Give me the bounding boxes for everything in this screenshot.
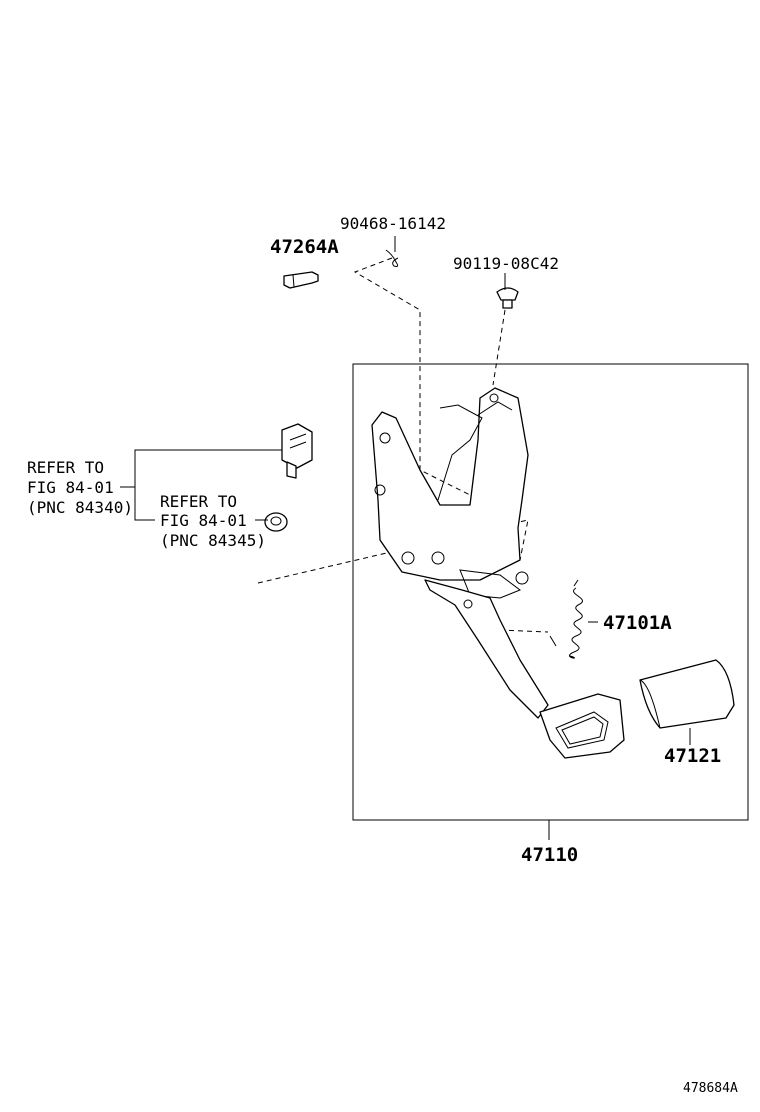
- part-label-47264a: 47264A: [270, 236, 339, 258]
- part-label-47110: 47110: [521, 844, 578, 866]
- refer-note-84345-line3: (PNC 84345): [160, 531, 266, 550]
- part-label-90119-08c42: 90119-08C42: [453, 254, 559, 273]
- sensor-grommet: [264, 512, 288, 532]
- pin-part: [283, 271, 319, 289]
- refer-note-84345-line2: FIG 84-01: [160, 511, 247, 530]
- return-spring: [549, 579, 583, 659]
- part-label-47121: 47121: [664, 745, 721, 767]
- refer-note-84340-line1: REFER TO: [27, 458, 104, 477]
- part-label-47101a: 47101A: [603, 612, 672, 634]
- dashed-leaders: [257, 257, 549, 633]
- refer-note-84340-line3: (PNC 84340): [27, 498, 133, 517]
- refer-note-84345-line1: REFER TO: [160, 492, 237, 511]
- part-label-90468-16142: 90468-16142: [340, 214, 446, 233]
- pedal-arm: [424, 579, 549, 719]
- figure-id-label: 478684A: [683, 1081, 738, 1096]
- part-leaders: [394, 236, 691, 840]
- clip-part: [385, 249, 399, 267]
- pedal-pad: [639, 659, 735, 729]
- bolt-part: [496, 287, 519, 309]
- refer-note-84340-line2: FIG 84-01: [27, 478, 114, 497]
- assembly-frame: [352, 363, 749, 821]
- refer-note-84340: REFER TO FIG 84-01 (PNC 84340): [27, 458, 133, 517]
- pedal-bracket: [371, 387, 529, 599]
- refer-note-84345: REFER TO FIG 84-01 (PNC 84345): [160, 492, 266, 550]
- stop-lamp-switch: [281, 423, 313, 479]
- pedal-plate: [539, 693, 625, 759]
- refer-bracket-lines: [120, 449, 282, 521]
